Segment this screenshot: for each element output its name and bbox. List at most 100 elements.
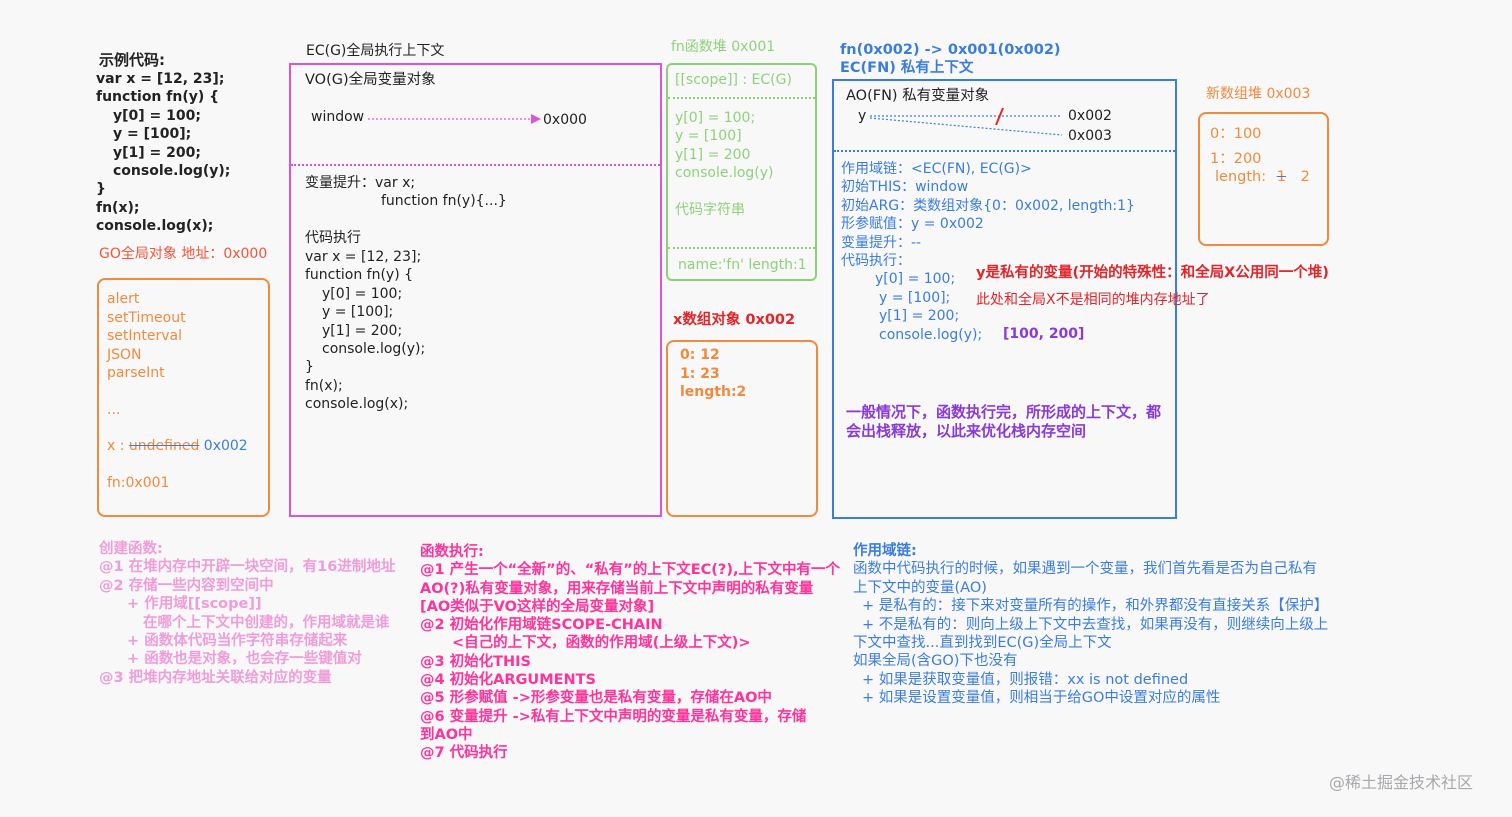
length-label: length: bbox=[1215, 169, 1267, 185]
code-line: console.log(x); bbox=[96, 218, 214, 235]
fn-heap-title: fn函数堆 0x001 bbox=[671, 39, 776, 55]
new-array-items: 0：100 1：200 bbox=[1210, 122, 1261, 172]
ecfn-divider bbox=[834, 150, 1175, 152]
code-line: console.log(y) bbox=[675, 165, 774, 182]
ao-y-label: y bbox=[858, 108, 867, 124]
note-line: + 是私有的：接下来对变量所有的操作，和外界都没有直接关系【保护】 bbox=[862, 598, 1329, 615]
fn-heap-props: name:'fn' length:1 bbox=[678, 257, 807, 273]
array-item: 1: 23 bbox=[680, 365, 720, 382]
fn-heap-scope: [[scope]] : EC(G) bbox=[675, 72, 792, 88]
code-line: console.log(y); bbox=[113, 163, 231, 180]
var-hoist: 变量提升：-- bbox=[841, 234, 922, 251]
fn-heap-code-label: 代码字符串 bbox=[675, 202, 745, 218]
code-line: fn(x); bbox=[96, 199, 140, 216]
code-line: var x = [12, 23]; bbox=[96, 71, 225, 87]
note-line: AO(?)私有变量对象，用来存储当前上下文中声明的私有变量 bbox=[420, 580, 814, 597]
code-line: } bbox=[305, 359, 314, 376]
sample-code-title: 示例代码: bbox=[99, 51, 165, 69]
go-x-new-value: 0x002 bbox=[203, 438, 248, 454]
ao-addr-old: 0x002 bbox=[1068, 108, 1112, 124]
note-line: + 如果是获取变量值，则报错：xx is not defined bbox=[862, 671, 1189, 688]
fn-heap-code: y[0] = 100; y = [100] y[1] = 200 console… bbox=[675, 109, 774, 183]
go-item: parseInt bbox=[107, 365, 165, 381]
ecg-title: EC(G)全局执行上下文 bbox=[306, 43, 445, 59]
array-item: 0：100 bbox=[1210, 126, 1262, 142]
code-exec: 代码执行： bbox=[841, 253, 911, 270]
go-fn-entry: fn:0x001 bbox=[107, 475, 170, 491]
notes-create-function: 创建函数: @1 在堆内存中开辟一块空间，有16进制地址 @2 存储一些内容到空… bbox=[99, 540, 395, 687]
length-new-value: 2 bbox=[1300, 169, 1310, 185]
note-line: @1 产生一个“全新”的、“私有”的上下文EC(?),上下文中有一个 bbox=[420, 562, 840, 579]
code-line: y[1] = 200; bbox=[113, 144, 201, 161]
note-line: @4 初始化ARGUMENTS bbox=[420, 672, 597, 689]
notes-title: 作用域链: bbox=[853, 543, 917, 559]
go-heading: GO全局对象 地址：0x000 bbox=[99, 246, 268, 262]
new-array-length: length: 1 2 bbox=[1215, 168, 1310, 187]
hoist-fn: function fn(y){...} bbox=[381, 193, 507, 209]
code-line: console.log(y); bbox=[879, 326, 983, 343]
hoist-label: 变量提升：var x; bbox=[305, 175, 416, 191]
window-address: 0x000 bbox=[543, 112, 587, 128]
note-line: [AO类似于VO这样的全局变量对象] bbox=[420, 598, 655, 615]
fn-heap-box bbox=[666, 63, 817, 281]
scope-chain: 作用域链：<EC(FN), EC(G)> bbox=[841, 161, 1032, 177]
exec-title: 代码执行 bbox=[305, 230, 361, 246]
go-x-entry: x : undefined 0x002 bbox=[107, 437, 248, 456]
code-line: y = [100]; bbox=[322, 304, 394, 321]
note-line: @1 在堆内存中开辟一块空间，有16进制地址 bbox=[99, 559, 396, 576]
notes-function-exec: 函数执行: @1 产生一个“全新”的、“私有”的上下文EC(?),上下文中有一个… bbox=[420, 543, 840, 763]
note-line: @3 初始化THIS bbox=[420, 653, 532, 670]
code-line: y[1] = 200; bbox=[879, 308, 960, 325]
console-output: [100, 200] bbox=[1003, 326, 1085, 342]
go-object-box bbox=[97, 278, 270, 517]
code-line: console.log(x); bbox=[305, 396, 409, 413]
x-array-items: 0: 12 1: 23 length:2 bbox=[680, 346, 746, 402]
watermark: @稀土掘金技术社区 bbox=[1329, 773, 1474, 792]
note-line: @2 初始化作用域链SCOPE-CHAIN bbox=[420, 617, 663, 634]
note-line: @5 形参赋值 ->形参变量也是私有变量，存储在AO中 bbox=[420, 690, 772, 707]
init-arg: 初始ARG：类数组对象{0：0x002, length:1} bbox=[841, 197, 1135, 214]
note-line: + 不是私有的：则向上级上下文中去查找，如果再没有，则继续向上级上 bbox=[862, 616, 1329, 633]
ecfn-title-call: fn(0x002) -> 0x001(0x002) bbox=[840, 42, 1061, 58]
fn-heap-divider-bottom bbox=[668, 247, 815, 249]
code-line: y[0] = 100; bbox=[675, 110, 756, 126]
note-line: + 如果是设置变量值，则相当于给GO中设置对应的属性 bbox=[862, 690, 1221, 707]
code-line: y[1] = 200 bbox=[675, 146, 751, 163]
go-x-old-value: undefined bbox=[128, 438, 200, 454]
go-item: JSON bbox=[107, 346, 142, 363]
note-line: 函数中代码执行的时候，如果遇到一个变量，我们首先看是否为自己私有 bbox=[853, 561, 1317, 578]
code-line: y = [100] bbox=[675, 128, 742, 145]
length-old-value: 1 bbox=[1276, 169, 1286, 185]
code-line: y[1] = 200; bbox=[322, 322, 403, 339]
ecg-code-block: var x = [12, 23]; function fn(y) { y[0] … bbox=[305, 248, 425, 414]
ecfn-details: 作用域链：<EC(FN), EC(G)> 初始THIS：window 初始ARG… bbox=[841, 160, 1135, 344]
y-new-heap-note: 此处和全局X不是相同的堆内存地址了 bbox=[976, 292, 1210, 308]
ecfn-title: EC(FN) 私有上下文 bbox=[840, 60, 974, 76]
code-line: y[0] = 100; bbox=[322, 285, 403, 302]
code-line: function fn(y) { bbox=[96, 89, 220, 106]
notes-title: 函数执行: bbox=[420, 544, 484, 560]
code-line: fn(x); bbox=[305, 377, 343, 394]
note-line: 下文中查找...直到找到EC(G)全局上下文 bbox=[853, 635, 1112, 652]
note-line: <自己的上下文，函数的作用域(上级上下文)> bbox=[452, 635, 751, 652]
param-assign: 形参赋值：y = 0x002 bbox=[841, 216, 984, 233]
ao-title: AO(FN) 私有变量对象 bbox=[846, 88, 990, 104]
code-line: y = [100]; bbox=[113, 126, 192, 143]
release-note-line1: 一般情况下，函数执行完，所形成的上下文，都 bbox=[846, 403, 1162, 421]
note-line: + 函数也是对象，也会存一些键值对 bbox=[127, 651, 362, 668]
note-line: 到AO中 bbox=[420, 726, 473, 743]
go-x-label: x : bbox=[107, 438, 125, 454]
new-array-title: 新数组堆 0x003 bbox=[1206, 86, 1311, 102]
x-array-title: x数组对象 0x002 bbox=[673, 312, 796, 328]
note-line: @6 变量提升 ->私有上下文中声明的变量是私有变量，存储 bbox=[420, 708, 807, 725]
code-line: y = [100]; bbox=[879, 289, 951, 306]
sample-code-block: var x = [12, 23]; function fn(y) { y[0] … bbox=[96, 70, 230, 236]
notes-title: 创建函数: bbox=[99, 541, 163, 557]
ecg-divider bbox=[291, 164, 660, 166]
x-array-box bbox=[666, 340, 818, 517]
note-line: @7 代码执行 bbox=[420, 745, 508, 762]
go-item: alert bbox=[107, 291, 140, 307]
go-item: setInterval bbox=[107, 328, 183, 344]
